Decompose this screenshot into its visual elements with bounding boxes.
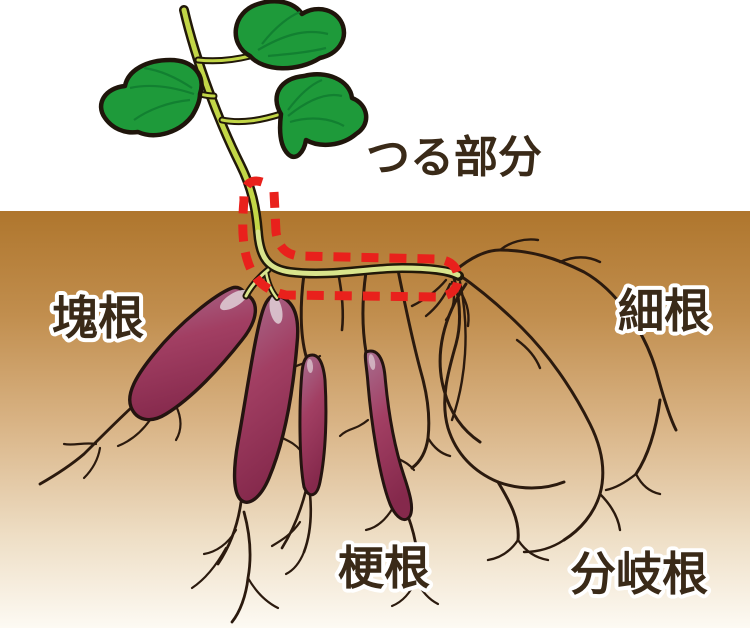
vine-branch2-fill: [264, 270, 279, 300]
label-tuberous-root: 塊根: [52, 291, 144, 345]
tuberous-root-center: [190, 293, 322, 624]
stem-fill: [181, 7, 261, 235]
leaf-left: [98, 57, 204, 138]
labels: つる部分 塊根 細根 梗根 分岐根: [48, 128, 714, 605]
pencil-root-1-shine: [306, 359, 314, 373]
leaf-right-veins: [287, 78, 345, 127]
label-branched-root: 分岐根: [570, 547, 708, 601]
leaf-right-blade: [274, 72, 369, 160]
leaf-top-veins: [257, 10, 329, 58]
label-pencil-root: 梗根: [338, 541, 430, 595]
vine-rootlets: [299, 268, 452, 470]
tuber-center-body: [232, 293, 300, 504]
tuber-left-shine: [220, 289, 248, 311]
leaf-top: [233, 0, 347, 71]
pencil-root-2-shine: [368, 354, 376, 370]
vine-part-dashed-outline: [238, 176, 463, 302]
pencil-root-1-body: [298, 353, 328, 497]
label-vine-part: つる部分: [366, 132, 542, 183]
petioles: [194, 52, 285, 126]
pencil-root-1: [270, 353, 328, 576]
tuberous-root-left: [38, 285, 257, 486]
tuber-left-tail-roots: [38, 404, 182, 486]
pencil-root-2-body: [363, 349, 414, 521]
leaf-left-veins: [129, 66, 195, 121]
leaf-right: [274, 72, 369, 160]
tuber-left-body: [128, 285, 257, 422]
label-fine-root: 細根: [618, 284, 710, 338]
vine-fill: [255, 229, 461, 278]
tuber-center-shine: [269, 296, 283, 324]
pencil-root-2: [338, 349, 440, 608]
pencil-root-1-tip-roots: [270, 488, 313, 576]
leaves: [98, 0, 369, 160]
